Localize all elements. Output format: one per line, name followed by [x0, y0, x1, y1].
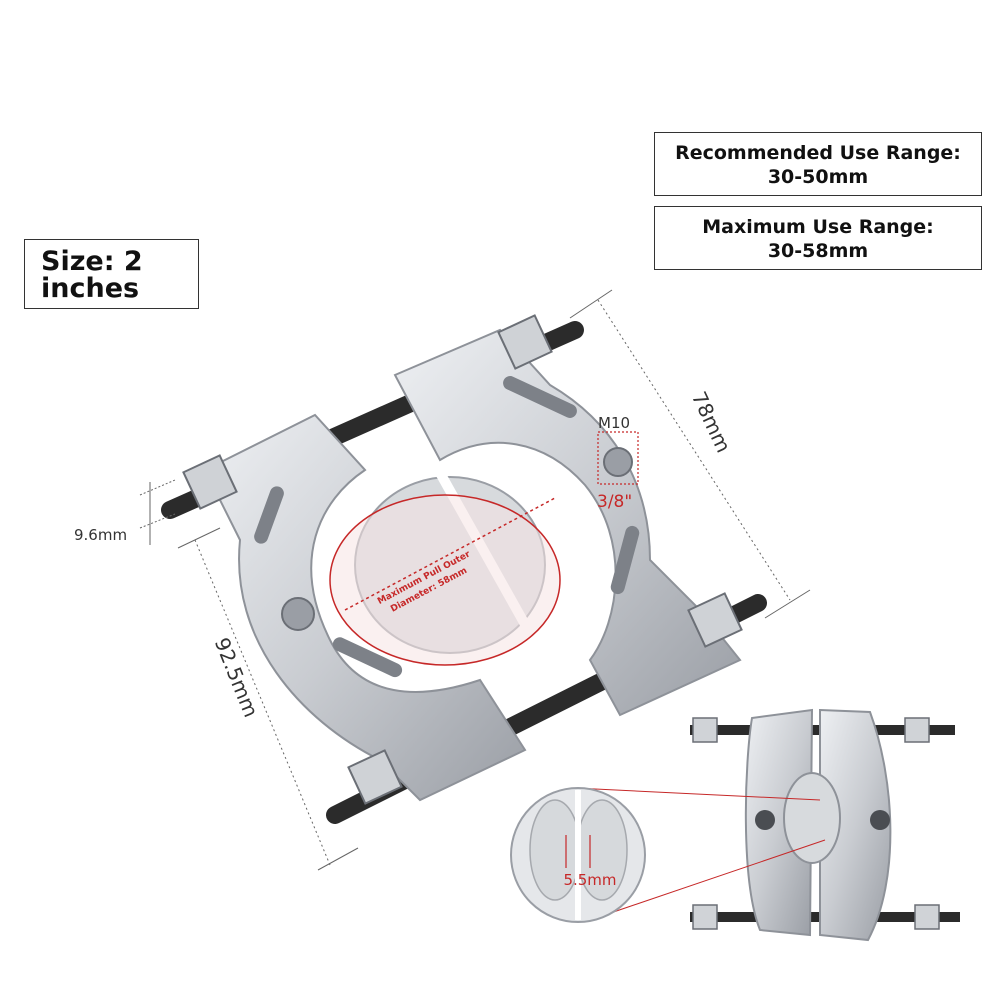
recommended-range-box: Recommended Use Range: 30-50mm	[654, 132, 982, 196]
thread-hole	[603, 447, 633, 477]
zoom-line-bottom	[589, 839, 826, 921]
recommended-range-value: 30-50mm	[767, 166, 869, 188]
thread-callout-box	[597, 431, 639, 485]
size-label-box: Size: 2 inches	[24, 239, 199, 309]
size-label-line1: Size: 2	[41, 246, 143, 277]
max-pull-circle	[329, 494, 561, 666]
inset-front-view	[690, 708, 960, 942]
hex-nut	[687, 592, 743, 648]
thread-imperial-label: 3/8"	[597, 492, 632, 512]
maximum-range-box: Maximum Use Range: 30-58mm	[654, 206, 982, 270]
hex-nut	[182, 454, 238, 510]
max-pull-diameter-line	[344, 497, 556, 611]
width-dimension-label: 78mm	[687, 388, 736, 457]
bolt-dimension-label: 9.6mm	[74, 526, 127, 544]
hex-nut	[347, 749, 403, 805]
maximum-range-value: 30-58mm	[767, 240, 869, 262]
bolt-dimension: 9.6mm	[74, 479, 176, 545]
maximum-range-label: Maximum Use Range:	[702, 216, 934, 238]
height-dimension-label: 92.5mm	[210, 634, 264, 720]
size-label-line2: inches	[41, 273, 140, 304]
zoom-line-top	[574, 787, 821, 801]
hex-nut	[497, 314, 553, 370]
right-jaw	[393, 328, 742, 717]
jaw-hole	[281, 597, 315, 631]
recommended-range-label: Recommended Use Range:	[675, 142, 961, 164]
inner-edge-label: 5.5mm	[563, 871, 616, 889]
thread-metric-label: M10	[598, 414, 630, 432]
left-jaw	[203, 413, 527, 802]
magnifier-detail: 5.5mm	[510, 787, 646, 923]
